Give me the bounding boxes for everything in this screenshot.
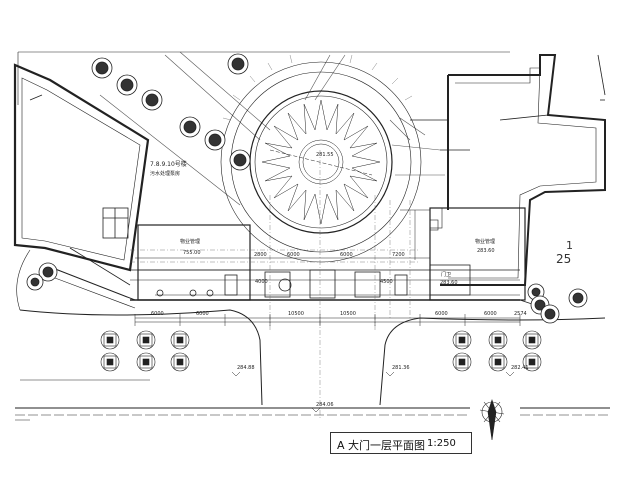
west-room-label: 物业管理 (180, 239, 201, 245)
drawing-title-box: A 大门一层平面图 1:250 (330, 432, 472, 454)
tree-icon (141, 89, 163, 111)
tree-icon (568, 288, 588, 308)
bottom-level: 284.06 (316, 402, 334, 408)
dim-upper-2: 6000 (287, 252, 300, 258)
dim-lower-6: 6000 (484, 311, 497, 317)
planter-grid (100, 330, 542, 372)
planter-icon (136, 352, 156, 372)
plaza-outer-ring (220, 61, 422, 263)
planter-icon (100, 352, 120, 372)
dim-upper-1: 2800 (254, 252, 267, 258)
right-level: 282.41 (511, 365, 529, 371)
tree-icon (116, 74, 138, 96)
dim-side-2: 4500 (380, 279, 393, 285)
dim-upper-3: 6000 (340, 252, 353, 258)
east-small-room-area: 283.60 (440, 280, 458, 286)
dim-lower-2: 6000 (196, 311, 209, 317)
tree-icon (204, 129, 226, 151)
stair-block (102, 207, 129, 239)
planter-icon (488, 330, 508, 350)
planter-icon (136, 330, 156, 350)
right-building-outline (440, 54, 606, 286)
planter-icon (100, 330, 120, 350)
east-room-area: 283.60 (477, 248, 495, 254)
tower-block-label: 7.8.9.10号楼 (150, 161, 187, 168)
west-room-area: 755.00 (183, 250, 201, 256)
planter-icon (522, 330, 542, 350)
drawing-title: A 大门一层平面图 (337, 439, 426, 452)
tree-row (26, 53, 588, 324)
tree-icon (179, 116, 201, 138)
tree-icon (227, 53, 249, 75)
dim-side-1: 4000 (255, 279, 268, 285)
west-room-outline (137, 224, 251, 301)
tower-block-sub-label: 污水处理泵房 (150, 171, 181, 177)
planter-icon (488, 352, 508, 372)
dim-lower-3: 10500 (288, 311, 304, 317)
dim-lower-5: 6000 (435, 311, 448, 317)
east-small-room-label: 门卫 (441, 272, 452, 278)
planter-icon (170, 352, 190, 372)
drawing-scale: 1:250 (427, 438, 456, 449)
planter-icon (452, 352, 472, 372)
left-building-outline (13, 63, 150, 272)
left-level: 284.88 (237, 365, 255, 371)
planter-icon (452, 330, 472, 350)
tree-icon (26, 273, 44, 291)
tree-icon (540, 304, 560, 324)
planter-icon (170, 330, 190, 350)
dim-lower-1: 6000 (151, 311, 164, 317)
circle-level: 281.55 (316, 152, 334, 158)
tree-icon (229, 149, 251, 171)
east-room-outline (429, 207, 526, 301)
dim-lower-4: 10500 (340, 311, 356, 317)
tree-icon (91, 57, 113, 79)
tree-icon (38, 262, 58, 282)
center-level: 281.36 (392, 365, 410, 371)
planter-icon (522, 352, 542, 372)
dim-upper-4: 7200 (392, 252, 405, 258)
east-small-room-outline (429, 264, 471, 296)
building-number-2: 1 (566, 239, 573, 252)
building-number: 25 (556, 252, 572, 266)
east-room-label: 物业管理 (475, 239, 496, 245)
dim-lower-7: 2574 (514, 311, 527, 317)
sun-emblem-icon (261, 99, 381, 225)
north-arrow-icon (479, 399, 505, 441)
